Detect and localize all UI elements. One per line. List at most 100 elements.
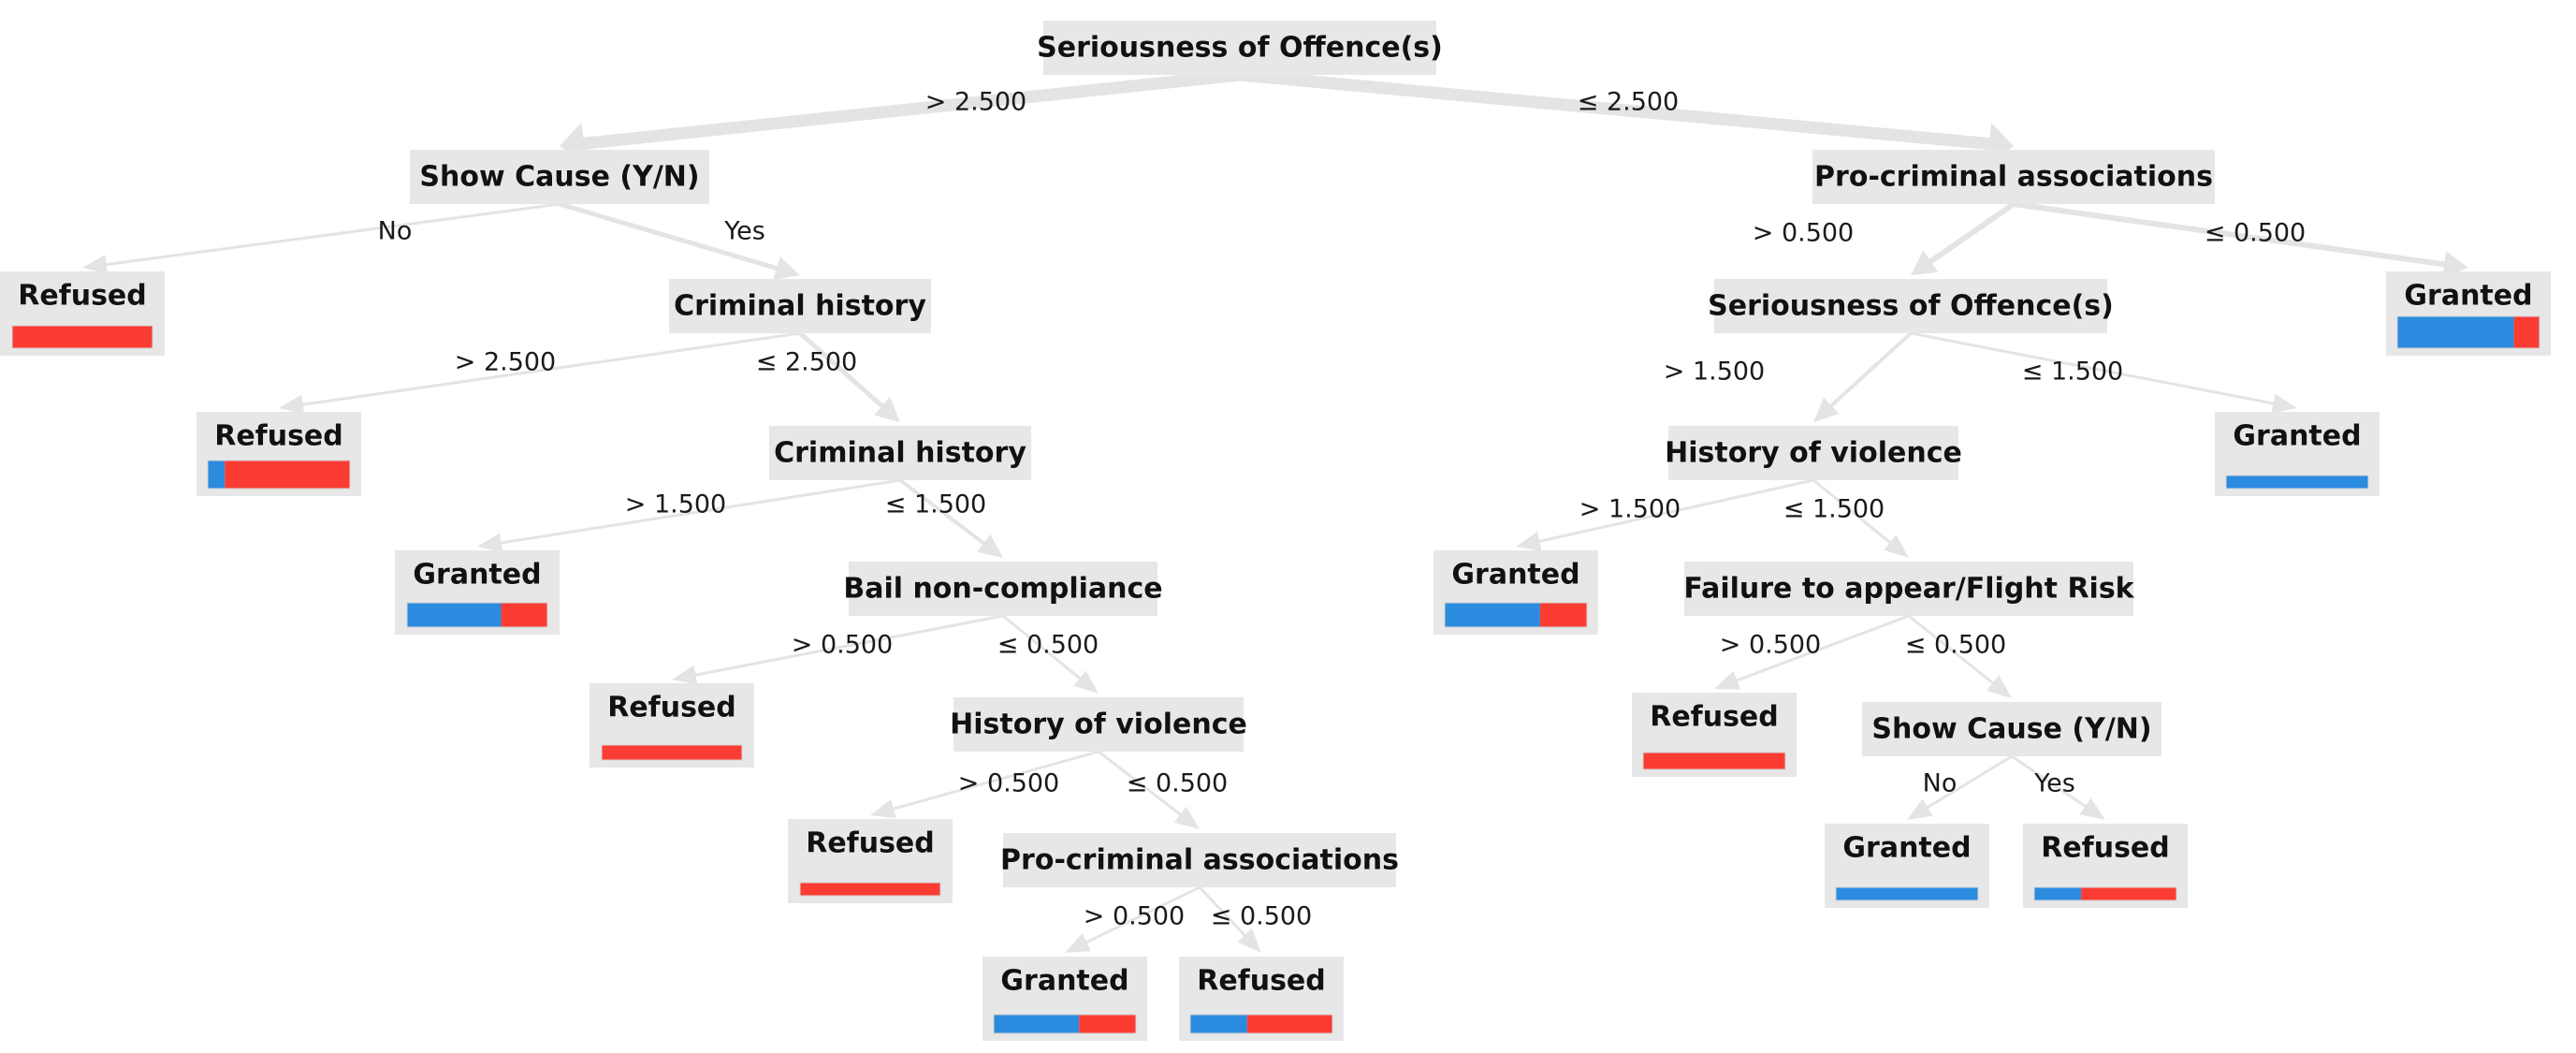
leaf-class-label: Refused [607,692,736,724]
tree-leaf-node[interactable]: Granted [1825,824,1989,908]
granted-proportion-segment [2226,475,2368,489]
edge-label: > 0.500 [1720,631,1822,660]
tree-leaf-node[interactable]: Refused [0,271,165,356]
tree-leaf-node[interactable]: Refused [1632,693,1797,777]
split-variable-label: Show Cause (Y/N) [419,161,699,194]
tree-edge [279,331,801,415]
distribution-bar-frame [1835,886,1979,901]
tree-internal-node[interactable]: Seriousness of Offence(s) [1037,21,1443,75]
class-distribution-bar [993,1014,1137,1034]
class-distribution-bar [1642,752,1786,770]
tree-internal-node[interactable]: Pro-criminal associations [1000,833,1399,887]
tree-leaf-node[interactable]: Granted [2215,412,2380,496]
distribution-bar-frame [2396,315,2540,349]
node-background [1714,279,2107,333]
tree-edge [1812,478,1909,558]
tree-leaf-node[interactable]: Granted [982,957,1147,1041]
tree-leaf-node[interactable]: Granted [395,550,560,635]
edge-label: ≤ 0.500 [1127,769,1229,798]
distribution-bar-frame [799,882,941,897]
tree-edge [1516,478,1814,551]
tree-internal-node[interactable]: Seriousness of Offence(s) [1708,279,2114,333]
edge-label: ≤ 0.500 [1211,902,1313,931]
tree-edge [1002,614,1099,694]
class-distribution-bar [1189,1014,1333,1034]
granted-proportion-segment [994,1015,1080,1033]
tree-edge [1908,614,2012,698]
tree-leaf-node[interactable]: Refused [788,819,953,903]
tree-internal-node[interactable]: Show Cause (Y/N) [410,150,709,204]
refused-proportion-segment [1079,1015,1136,1033]
class-distribution-bar [11,325,153,349]
leaf-class-label: Granted [1000,965,1128,998]
tree-internal-node[interactable]: Pro-criminal associations [1812,150,2215,204]
edge-label: Yes [2033,769,2075,798]
node-background [769,426,1031,480]
tree-internal-node[interactable]: History of violence [950,697,1247,752]
edge-label: > 0.500 [1084,902,1186,931]
tree-internal-node[interactable]: Bail non-compliance [843,562,1163,616]
split-variable-label: Pro-criminal associations [1000,844,1399,877]
class-distribution-bar [406,602,548,628]
tree-edge [560,68,1241,165]
granted-proportion-segment [1836,887,1978,900]
tree-edge [870,750,1099,819]
node-background [410,150,709,204]
node-background [849,562,1157,616]
tree-leaf-node[interactable]: Refused [589,683,754,768]
tree-leaf-node[interactable]: Granted [2386,271,2551,356]
tree-edge [1911,201,2016,275]
leaf-class-label: Refused [806,827,935,860]
leaf-class-label: Granted [2233,420,2361,453]
edge-label: ≤ 2.500 [1578,88,1680,117]
refused-proportion-segment [602,745,742,760]
tree-internal-node[interactable]: History of violence [1665,426,1962,480]
tree-leaf-node[interactable]: Refused [1179,957,1344,1041]
edge-label: > 2.500 [455,348,557,377]
tree-edge [1239,68,2014,166]
refused-proportion-segment [501,603,547,627]
leaf-class-label: Refused [2041,832,2170,865]
edge-label: > 1.500 [1664,358,1766,387]
leaf-class-label: Refused [1650,701,1779,734]
node-background [1043,21,1436,75]
split-variable-label: Seriousness of Offence(s) [1708,290,2114,323]
tree-leaf-node[interactable]: Granted [1434,550,1598,635]
edge-label: ≤ 0.500 [997,631,1099,660]
granted-proportion-segment [208,461,226,489]
edge-label: ≤ 0.500 [2205,219,2307,248]
tree-leaf-node[interactable]: Refused [196,412,361,496]
tree-internal-node[interactable]: Failure to appear/Flight Risk [1683,562,2135,616]
tree-edge [1065,885,1201,953]
distribution-bar-frame [1642,752,1786,770]
tree-edge [672,614,1004,685]
refused-proportion-segment [12,326,153,348]
tree-internal-node[interactable]: Criminal history [769,426,1031,480]
split-variable-label: Criminal history [674,290,926,323]
leaf-class-label: Refused [1197,965,1326,998]
split-variable-label: Seriousness of Offence(s) [1037,32,1443,65]
tree-leaf-node[interactable]: Refused [2023,824,2188,908]
tree-nodes: Seriousness of Offence(s) Show Cause (Y/N… [0,21,2551,1041]
tree-internal-node[interactable]: Show Cause (Y/N) [1862,702,2161,756]
node-background [1862,702,2161,756]
tree-edge [1813,331,1913,422]
node-background [1668,426,1958,480]
distribution-bar-frame [1189,1014,1333,1034]
class-distribution-bar [207,460,351,490]
class-distribution-bar [1835,886,1979,901]
distribution-bar-frame [2033,886,2177,901]
class-distribution-bar [799,882,941,897]
edge-label: No [378,217,413,246]
tree-edge [2013,201,2468,278]
tree-edge [2011,754,2105,820]
edge-label: > 0.500 [958,769,1060,798]
class-distribution-bar [2225,475,2369,490]
tree-edge [559,201,800,281]
class-distribution-bar [2396,315,2540,349]
leaf-class-label: Refused [18,280,147,313]
tree-internal-node[interactable]: Criminal history [669,279,931,333]
tree-edge [1098,750,1200,829]
distribution-bar-frame [406,602,548,628]
